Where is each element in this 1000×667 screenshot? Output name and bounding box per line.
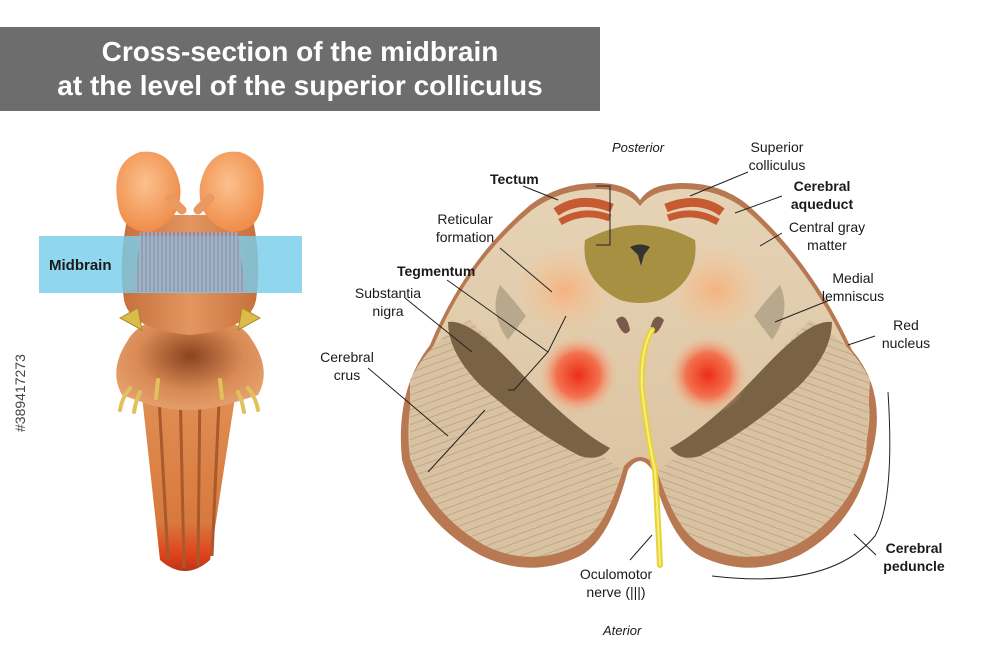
- label-reticular-formation: Reticular formation: [430, 210, 500, 246]
- label-red-nucleus: Red nucleus: [874, 316, 938, 352]
- orientation-posterior: Posterior: [612, 139, 664, 157]
- label-substantia-nigra: Substantia nigra: [346, 284, 430, 320]
- label-tectum: Tectum: [490, 170, 539, 188]
- midbrain-band-label: Midbrain: [49, 257, 112, 275]
- label-superior-colliculus: Superior colliculus: [745, 138, 809, 174]
- label-cerebral-peduncle: Cerebral peduncle: [877, 539, 951, 575]
- stock-id-watermark: #389417273: [12, 354, 28, 432]
- brainstem-dorsal-view: [39, 152, 302, 571]
- label-cerebral-crus: Cerebral crus: [315, 348, 379, 384]
- title-line-2: at the level of the superior colliculus: [57, 69, 542, 103]
- title-line-1: Cross-section of the midbrain: [102, 35, 499, 69]
- title-banner: Cross-section of the midbrain at the lev…: [0, 27, 600, 111]
- label-central-gray-matter: Central gray matter: [782, 218, 872, 254]
- orientation-anterior: Aterior: [603, 622, 641, 640]
- label-cerebral-aqueduct: Cerebral aqueduct: [786, 177, 858, 213]
- label-medial-lemniscus: Medial lemniscus: [818, 269, 888, 305]
- label-tegmentum: Tegmentum: [397, 262, 475, 280]
- label-oculomotor-nerve: Oculomotor nerve (|||): [570, 565, 662, 601]
